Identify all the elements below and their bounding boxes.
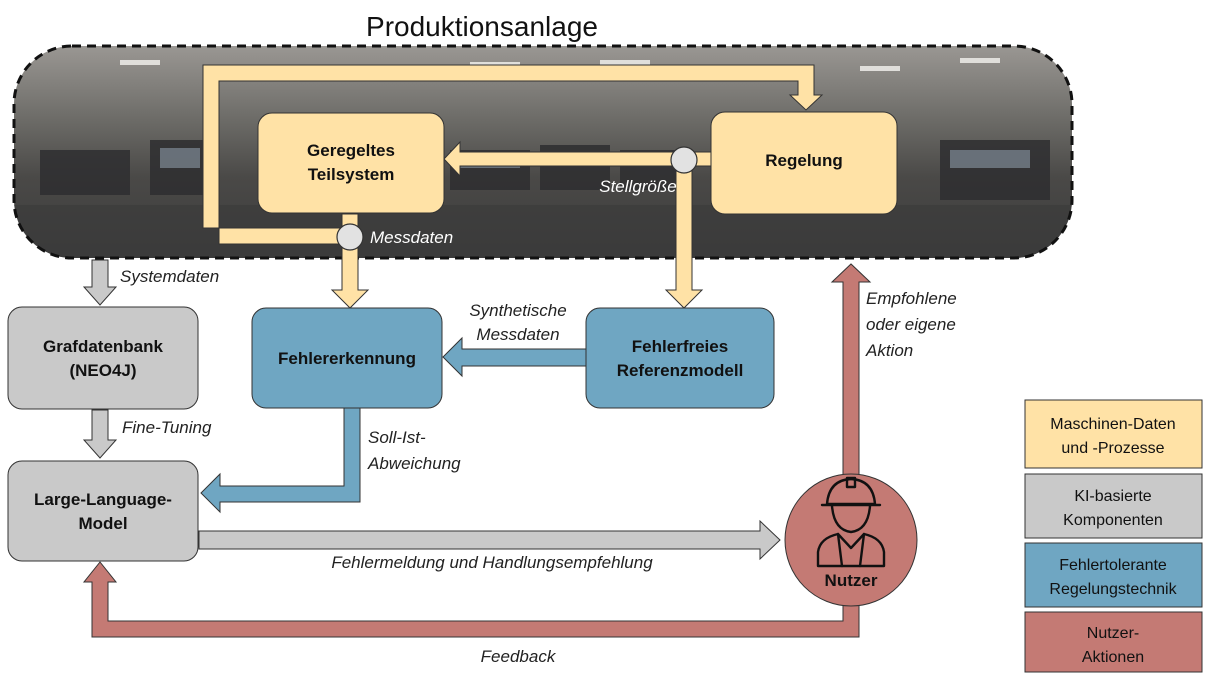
soll-ist-line1: Soll-Ist- [368,428,426,447]
empfohlene-line3: Aktion [865,341,913,360]
referenzmodell-line2: Referenzmodell [617,361,744,380]
legend-user-line2: Aktionen [1082,649,1144,666]
junction-dot-icon [336,223,364,251]
grafdatenbank-box: Grafdatenbank (NEO4J) [7,306,199,410]
control-flow-arrows [200,336,587,514]
grafdatenbank-line2: (NEO4J) [69,361,136,380]
soll-ist-line2: Abweichung [367,454,461,473]
legend-item-user: Nutzer- Aktionen [1024,611,1203,673]
nutzer-node: Nutzer [784,473,918,607]
messdaten-label: Messdaten [370,228,453,247]
geregeltes-line2: Teilsystem [308,165,395,184]
legend-item-ai: KI-basierte Komponenten [1024,473,1203,539]
legend: Maschinen-Daten und -Prozesse KI-basiert… [1024,399,1203,673]
stellgroesse-label: Stellgröße [599,177,676,196]
regelung-label: Regelung [765,151,842,170]
legend-control-line1: Fehlertolerante [1059,557,1167,574]
nutzer-label: Nutzer [825,571,878,590]
llm-box: Large-Language- Model [7,460,199,562]
referenzmodell-line1: Fehlerfreies [632,337,728,356]
legend-machine-line1: Maschinen-Daten [1050,416,1175,433]
legend-item-control: Fehlertolerante Regelungstechnik [1024,542,1203,608]
geregeltes-line1: Geregeltes [307,141,395,160]
empfohlene-line2: oder eigene [866,315,956,334]
llm-line1: Large-Language- [34,490,172,509]
junction-dot-icon [670,146,698,174]
systemdaten-label: Systemdaten [120,267,219,286]
production-hall-border [12,44,1074,260]
user-flow-arrows [82,263,872,638]
empfohlene-line1: Empfohlene [866,289,957,308]
fehlermeldung-label: Fehlermeldung und Handlungsempfehlung [331,553,653,572]
feedback-label: Feedback [481,647,557,666]
grafdatenbank-line1: Grafdatenbank [43,337,164,356]
llm-line2: Model [78,514,127,533]
synthetische-line1: Synthetische [469,301,566,320]
regelung-box: Regelung [710,111,898,215]
ai-flow-arrows [82,259,781,561]
legend-user-line1: Nutzer- [1087,625,1139,642]
legend-ai-line1: KI-basierte [1074,488,1151,505]
legend-control-line2: Regelungstechnik [1049,581,1177,598]
worker-helmet-icon [816,476,886,568]
legend-item-machine: Maschinen-Daten und -Prozesse [1024,399,1203,469]
fine-tuning-label: Fine-Tuning [122,418,212,437]
geregeltes-teilsystem-box: Geregeltes Teilsystem [257,112,445,214]
legend-machine-line2: und -Prozesse [1061,440,1164,457]
page-title: Produktionsanlage [366,11,598,42]
fehlererkennung-box: Fehlererkennung [251,307,443,409]
referenzmodell-box: Fehlerfreies Referenzmodell [585,307,775,409]
fehlererkennung-label: Fehlererkennung [278,349,416,368]
legend-ai-line2: Komponenten [1063,512,1163,529]
synthetische-line2: Messdaten [476,325,559,344]
